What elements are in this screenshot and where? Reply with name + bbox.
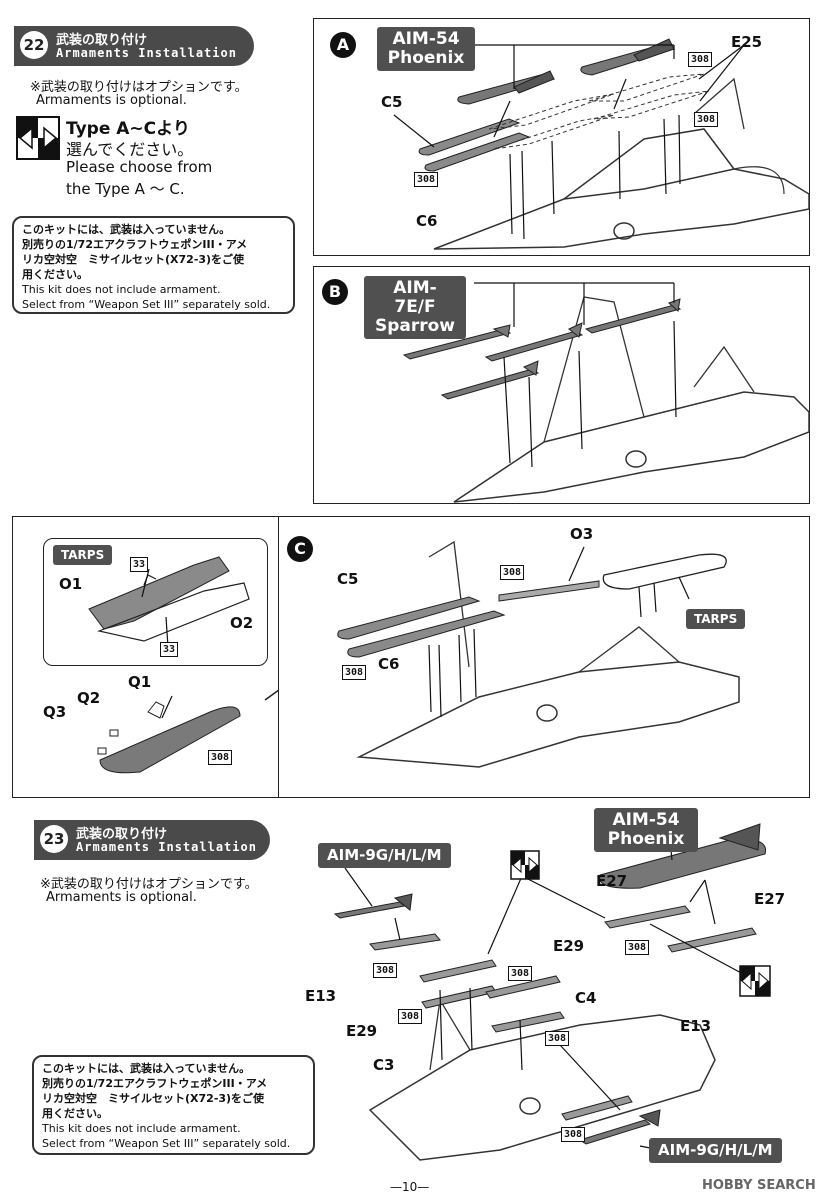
aim9-tag-bottom: AIM-9G/H/L/M <box>649 1138 782 1163</box>
part-e13-b: E13 <box>680 1017 712 1035</box>
step-22-header: 22 武装の取り付け Armaments Installation <box>14 26 254 66</box>
part-c3: C3 <box>373 1056 395 1074</box>
note-jp-2: 別売りの1/72エアクラフトウェポンIII・アメ <box>22 238 248 251</box>
panel-b-drawing <box>402 282 810 503</box>
part-o1: O1 <box>59 575 83 593</box>
panel-a-missile-name-2: Phoenix <box>387 48 465 68</box>
optional-note-en-23: Armaments is optional. <box>46 890 197 905</box>
aim54-tag-23: AIM-54 Phoenix <box>594 808 698 852</box>
type-en-2: the Type A ～ C. <box>66 180 185 198</box>
part-e27-a: E27 <box>596 872 628 890</box>
ref-33-bottom: 33 <box>160 642 179 657</box>
part-c6-a: C6 <box>416 212 438 230</box>
no-armament-note: このキットには、武装は入っていません。 別売りの1/72エアクラフトウェポンII… <box>12 216 295 314</box>
part-o2: O2 <box>230 614 254 632</box>
panel-c-tarps-tag: TARPS <box>686 609 746 629</box>
note-jp-4: 用ください。 <box>42 1107 108 1120</box>
part-c5-a: C5 <box>381 93 403 111</box>
panel-c <box>278 516 810 798</box>
no-armament-note-2: このキットには、武装は入っていません。 別売りの1/72エアクラフトウェポンII… <box>32 1055 315 1155</box>
tarps-pod-drawing <box>97 681 291 774</box>
type-en-1: Please choose from <box>66 158 213 176</box>
choose-arrows-icon <box>16 116 60 160</box>
step-number: 23 <box>40 825 68 853</box>
part-o3: O3 <box>570 525 594 543</box>
choose-arrows-icon <box>510 850 540 880</box>
note-en-2: Select from “Weapon Set III” separately … <box>42 1137 291 1150</box>
watermark: HOBBY SEARCH <box>702 1178 816 1193</box>
panel-b-letter: B <box>322 279 348 305</box>
part-q2: Q2 <box>77 689 101 707</box>
part-e27-b: E27 <box>754 890 786 908</box>
panel-a-missile-name: AIM-54 <box>392 29 460 49</box>
ref-308-a3: 308 <box>414 172 439 187</box>
ref-308-a2: 308 <box>694 112 719 127</box>
aim9-tag-top: AIM-9G/H/L/M <box>318 843 451 868</box>
note-jp-3: リカ空対空 ミサイルセット(X72-3)をご使 <box>42 1092 265 1105</box>
note-jp-1: このキットには、武装は入っていません。 <box>42 1062 251 1075</box>
note-en-2: Select from “Weapon Set III” separately … <box>22 298 271 311</box>
step-number: 22 <box>20 31 48 59</box>
part-c6-c: C6 <box>378 655 400 673</box>
page-number: —10— <box>390 1180 430 1194</box>
part-c4: C4 <box>575 989 597 1007</box>
part-c5-c: C5 <box>337 570 359 588</box>
ref-308-23e: 308 <box>545 1031 570 1046</box>
ref-308-23a: 308 <box>373 963 398 978</box>
inset-tarps-tag: TARPS <box>53 545 113 565</box>
panel-a-drawing <box>393 38 810 250</box>
ref-308-c1: 308 <box>500 565 525 580</box>
tarps-inset-drawing <box>88 556 250 648</box>
aim54-name-2: Phoenix <box>607 829 685 849</box>
ref-308-23c: 308 <box>508 966 533 981</box>
panel-b-missile-name-2: Sparrow <box>374 316 456 336</box>
part-e29-a: E29 <box>553 937 585 955</box>
step-title-en: Armaments Installation <box>56 46 237 60</box>
panel-b-missile-tag: AIM-7E/F Sparrow <box>364 276 466 339</box>
type-line2: 選んでください。 <box>66 140 194 159</box>
ref-308-a1: 308 <box>688 52 713 67</box>
step-title-en: Armaments Installation <box>76 840 257 854</box>
note-jp-1: このキットには、武装は入っていません。 <box>22 223 231 236</box>
panel-c-letter: C <box>287 536 313 562</box>
ref-308-pod: 308 <box>208 750 233 765</box>
step-title-jp: 武装の取り付け <box>56 33 148 48</box>
optional-note-en: Armaments is optional. <box>36 93 187 108</box>
part-e13-a: E13 <box>305 987 337 1005</box>
ref-308-23b: 308 <box>625 940 650 955</box>
note-jp-3: リカ空対空 ミサイルセット(X72-3)をご使 <box>22 253 245 266</box>
part-e29-b: E29 <box>346 1022 378 1040</box>
note-jp-4: 用ください。 <box>22 268 88 281</box>
part-q1: Q1 <box>128 673 152 691</box>
panel-a-letter: A <box>330 32 356 58</box>
part-e25: E25 <box>731 33 763 51</box>
part-q3: Q3 <box>43 703 67 721</box>
note-jp-2: 別売りの1/72エアクラフトウェポンIII・アメ <box>42 1077 268 1090</box>
choose-arrows-icon <box>739 965 771 997</box>
note-en-1: This kit does not include armament. <box>22 283 221 296</box>
panel-c-drawing <box>337 540 740 768</box>
ref-308-23d: 308 <box>398 1009 423 1024</box>
step-23-header: 23 武装の取り付け Armaments Installation <box>34 820 270 860</box>
step-title-jp: 武装の取り付け <box>76 827 168 842</box>
ref-33-top: 33 <box>130 557 149 572</box>
panel-a-missile-tag: AIM-54 Phoenix <box>377 27 475 71</box>
type-title: Type A~Cより <box>66 119 190 139</box>
panel-b-missile-name: AIM-7E/F <box>393 278 437 317</box>
aim54-name: AIM-54 <box>612 810 680 830</box>
ref-308-23f: 308 <box>561 1127 586 1142</box>
ref-308-c2: 308 <box>342 665 367 680</box>
step23-drawing <box>333 823 771 1161</box>
optional-note-jp: ※武装の取り付けはオプションです。 <box>30 80 248 95</box>
note-en-1: This kit does not include armament. <box>42 1122 241 1135</box>
optional-note-jp-23: ※武装の取り付けはオプションです。 <box>40 877 258 892</box>
